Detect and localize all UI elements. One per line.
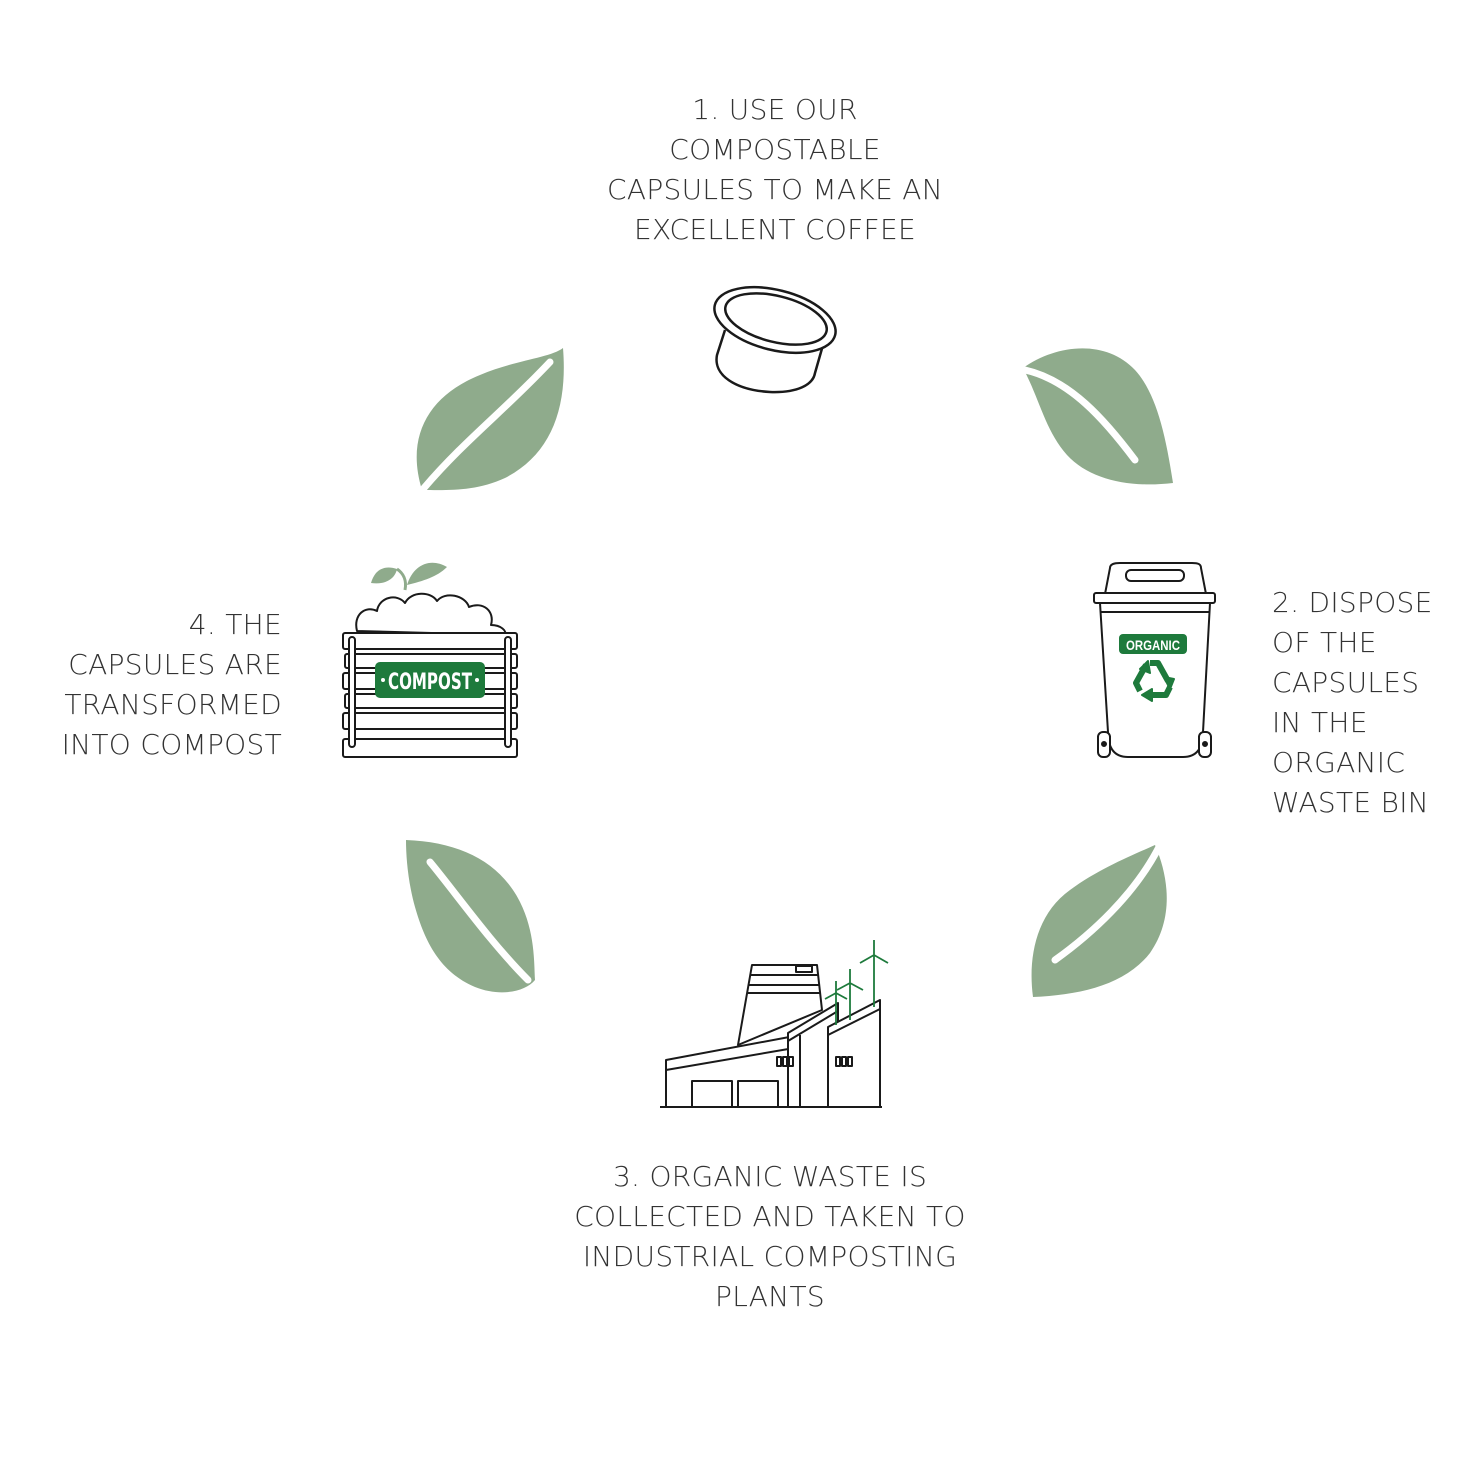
step-4-line: TRANSFORMED	[64, 688, 282, 721]
leaf-icon-top-right	[1021, 348, 1173, 485]
compost-crate-icon: COMPOST	[342, 562, 518, 758]
step-4-text: 4. THE CAPSULES ARE TRANSFORMED INTO COM…	[20, 605, 282, 765]
sprout-icon	[371, 562, 447, 591]
step-2-line: ORGANIC	[1272, 746, 1406, 779]
recycle-icon	[1133, 660, 1175, 702]
step-4-line: CAPSULES ARE	[68, 648, 282, 681]
leaf-icon-top-left	[416, 348, 564, 492]
step-4-line: 4. THE	[188, 608, 282, 641]
step-2-line: OF THE	[1272, 626, 1377, 659]
capsule-icon	[713, 286, 837, 394]
step-2-line: 2. DISPOSE	[1272, 586, 1433, 619]
step-3-line: 3. ORGANIC WASTE IS	[612, 1160, 928, 1193]
step-4-line: INTO COMPOST	[61, 728, 282, 761]
step-2-line: IN THE	[1272, 706, 1368, 739]
step-3-line: PLANTS	[715, 1280, 825, 1313]
step-3-line: INDUSTRIAL COMPOSTING	[582, 1240, 958, 1273]
step-3-line: COLLECTED AND TAKEN TO	[574, 1200, 966, 1233]
step-3-text: 3. ORGANIC WASTE IS COLLECTED AND TAKEN …	[540, 1157, 1000, 1317]
leaf-icon-bottom-left	[406, 840, 535, 993]
step-2-text: 2. DISPOSE OF THE CAPSULES IN THE ORGANI…	[1272, 583, 1433, 823]
bin-label: ORGANIC	[1126, 637, 1180, 653]
step-2-line: WASTE BIN	[1272, 786, 1430, 819]
step-1-line: CAPSULES TO MAKE AN	[607, 173, 943, 206]
wind-turbine-icon	[824, 940, 889, 1025]
composting-plant-icon	[660, 940, 889, 1108]
organic-bin-icon: ORGANIC	[1093, 562, 1216, 758]
step-2-line: CAPSULES	[1272, 666, 1420, 699]
step-1-line: COMPOSTABLE	[669, 133, 881, 166]
leaf-icon-bottom-right	[1031, 841, 1167, 997]
step-1-line: 1. USE OUR	[692, 93, 858, 126]
compost-label: COMPOST	[388, 670, 472, 695]
step-1-text: 1. USE OUR COMPOSTABLE CAPSULES TO MAKE …	[575, 90, 975, 250]
step-1-line: EXCELLENT COFFEE	[634, 213, 916, 246]
